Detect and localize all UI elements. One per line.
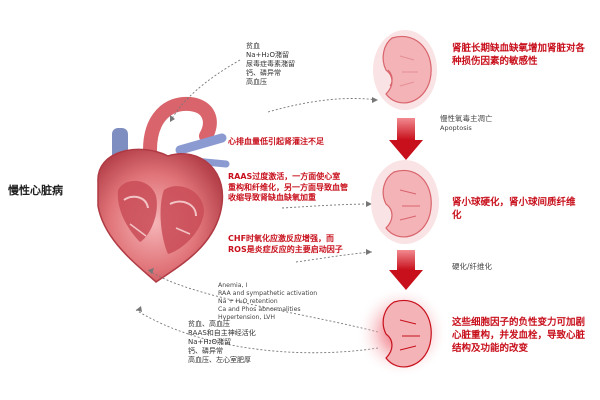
heart-cause-top-4: 钙、磷异常 [246,69,281,77]
heart-cause-bottom-3: Na+H₂O潴留 [188,338,231,346]
heart-cause-bottom-1: 贫血、高血压 [188,320,230,328]
english-cause-1: Anemia, I [218,282,248,289]
heart-cause-top-2: Na+H₂O潴留 [246,51,289,59]
english-cause-5: Hypertension, LVH [218,314,275,321]
english-cause-3: Na + H₂O retention [218,298,278,305]
progression-arrow-1 [389,118,423,160]
kidney-bottom [356,286,448,378]
kidney-top-sublabel-cn: 慢性氧毒主凋亡 [440,114,493,123]
heart-cause-top-5: 高血压 [246,78,267,86]
arrow-heart-to-kidney-top [267,98,379,113]
kidney-top-sublabel-en: Apoptosis [440,124,472,132]
heart-cause-top-1: 贫血 [246,42,260,50]
arrow-heart-to-kidney-low [295,251,373,263]
heart-cause-bottom-5: 高血压、左心室肥厚 [188,356,251,364]
kidney-middle-sublabel: 硬化/纤维化 [452,262,493,271]
arrow-heads [136,97,378,312]
kidney-top [373,30,437,110]
arrow-kidney-bottom-to-heart [147,269,379,333]
english-causes-list: Anemia, I RAA and sympathetic activation… [218,282,317,322]
kidney-middle-annotation: 肾小球硬化，肾小球间质纤维化 [452,197,576,221]
english-cause-4: Ca and Phos abnormalities [218,306,301,313]
heart-cause-bottom-2: RAAS和自主神经活化 [188,329,256,337]
heart-causes-bottom-list: 贫血、高血压 RAAS和自主神经活化 Na+H₂O潴留 钙、磷异常 高血压、左心… [188,320,256,365]
kidney-middle [371,160,439,244]
relation-arrows [135,59,379,354]
english-cause-2: RAA and sympathetic activation [218,290,318,297]
arrow-heart-to-kidney-mid [281,203,373,209]
middle-cause-3: CHF时氧化应激反应增强，而ROS是炎症反应的主要启动因子 [228,234,343,254]
arrow-kidney-top-to-heart [169,59,241,123]
heart-cause-top-3: 尿毒症毒素潴留 [246,60,295,68]
chronic-heart-disease-title: 慢性心脏病 [8,184,63,197]
heart-cause-bottom-4: 钙、磷异常 [188,347,223,355]
arrow-kidney-bottom-to-heart-lower [135,309,379,354]
progression-arrow-2 [389,250,423,290]
kidney-bottom-annotation: 这些细胞因子的负性变力可加剧心脏重构，并发血栓，导致心脏结构及功能的改变 [452,317,586,354]
heart-causes-top-list: 贫血 Na+H₂O潴留 尿毒症毒素潴留 钙、磷异常 高血压 [246,42,295,87]
middle-cause-1: 心排血量低引起肾灌注不足 [228,137,324,146]
kidney-top-annotation: 肾脏长期缺血缺氧增加肾脏对各种损伤因素的敏感性 [452,43,586,67]
heart-illustration [97,96,230,283]
middle-cause-2: RAAS过度激活，一方面使心室重构和纤维化，另一方面导致血管收缩导致肾缺血缺氧加… [228,172,348,202]
